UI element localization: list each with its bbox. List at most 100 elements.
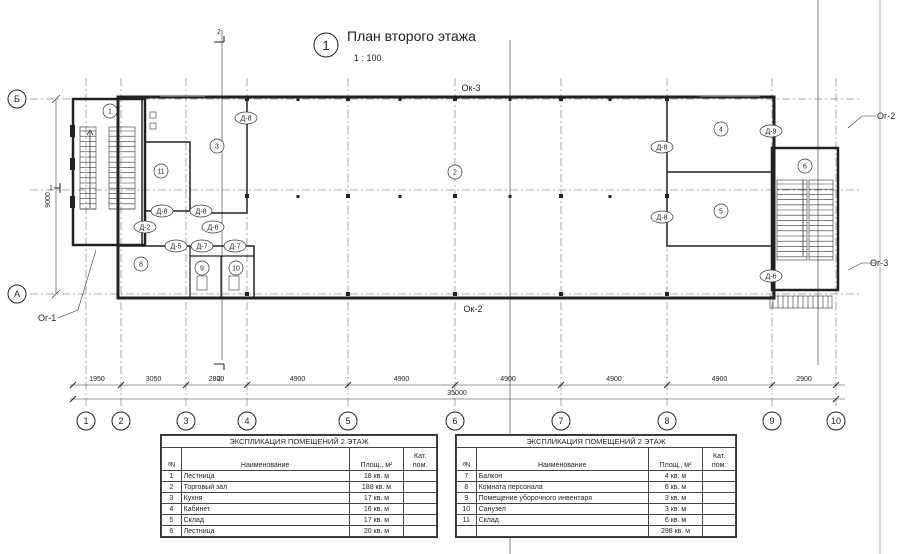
axis-bubble-6 xyxy=(445,411,465,431)
axis-label-8: 8 xyxy=(664,416,669,426)
axis-bubble-10 xyxy=(826,411,846,431)
schedule-1-cell xyxy=(403,470,437,482)
schedule-1-cell: 1 xyxy=(161,470,182,482)
door-tag xyxy=(759,124,783,138)
column-post xyxy=(453,97,457,101)
schedule-2-cell: 8 xyxy=(456,481,477,493)
schedule-1-header-cat: Кат. пом. xyxy=(403,447,437,471)
room-number-1: 1 xyxy=(108,109,112,116)
dimension-span-1: 1950 xyxy=(89,376,105,383)
schedule-2-cell: 9 xyxy=(456,492,477,504)
room-number-3: 3 xyxy=(215,144,219,151)
room-schedule-1: ЭКСПЛИКАЦИЯ ПОМЕЩЕНИЙ 2 ЭТАЖ № Наименова… xyxy=(160,434,438,538)
dimension-span-8: 4900 xyxy=(712,376,728,383)
dimension-span-3: 2800 xyxy=(209,376,225,383)
schedule-1-cell: Лестница xyxy=(180,525,350,537)
axis-bubble-4 xyxy=(237,411,257,431)
column-post xyxy=(245,97,249,101)
wc-fixtures xyxy=(149,111,240,291)
dimension-span-7: 4900 xyxy=(606,376,622,383)
axis-bubble-9 xyxy=(762,411,782,431)
schedule-1-cell: Лестница xyxy=(180,470,350,482)
axis-label-2: 2 xyxy=(118,416,123,426)
door-tag xyxy=(150,204,174,218)
room-tag-1 xyxy=(102,103,118,119)
axis-bubble-5 xyxy=(338,411,358,431)
room-tag-5 xyxy=(713,203,729,219)
door-tag xyxy=(650,210,674,224)
opening-top-label: Ок-3 xyxy=(462,83,481,93)
dimension-span-4: 4900 xyxy=(290,376,306,383)
door-label: Д-8 xyxy=(241,116,252,123)
dimension-span-9: 2900 xyxy=(796,376,812,383)
schedule-2-cell: Санузел xyxy=(475,503,649,515)
schedule-1-cell: 20 кв. м xyxy=(348,525,405,537)
section-mark-top-label: 2 xyxy=(217,29,221,36)
wall-post xyxy=(398,98,402,101)
section-mark-1 xyxy=(54,183,61,193)
schedule-1-cell: Кухня xyxy=(180,492,350,504)
schedule-2-cell: 11 xyxy=(456,514,477,526)
door-tag xyxy=(201,220,225,234)
door-tag xyxy=(223,239,247,253)
door-tag xyxy=(650,140,674,154)
opening-bottom-label: Ок-2 xyxy=(464,304,483,314)
axis-label-10: 10 xyxy=(831,416,841,426)
title-scale: 1 : 100 xyxy=(354,53,382,63)
schedule-2-cell: Комната персонала xyxy=(475,481,649,493)
schedule-2-cell xyxy=(702,514,736,526)
row-axis-markers: БА xyxy=(7,89,27,304)
dimension-tick xyxy=(768,381,776,389)
axis-label-9: 9 xyxy=(769,416,774,426)
column-post xyxy=(453,194,457,198)
dimension-tick xyxy=(832,395,840,403)
schedule-2-cell: 7 xyxy=(456,470,477,482)
room-number-8: 8 xyxy=(139,262,143,269)
schedule-2-cell: Склад xyxy=(475,514,649,526)
schedule-2-cell: 6 кв. м xyxy=(647,514,704,526)
dimension-tick xyxy=(69,395,77,403)
room-tag-3 xyxy=(209,138,225,154)
schedule-2-cell xyxy=(702,492,736,504)
dimension-tick xyxy=(451,381,459,389)
mid-post xyxy=(398,195,402,198)
schedule-1-cell: 17 кв. м xyxy=(348,492,405,504)
column-post xyxy=(245,292,249,296)
section-mark-bottom-label: 2 xyxy=(217,376,221,383)
dimension-tick xyxy=(117,381,125,389)
column-post xyxy=(559,97,563,101)
column-post xyxy=(665,194,669,198)
schedule-1-cell: 4 xyxy=(161,503,182,515)
schedule-1-header-no: № xyxy=(161,447,182,471)
column-post xyxy=(665,292,669,296)
schedule-1-cell: 18 кв. м xyxy=(348,470,405,482)
axis-label-4: 4 xyxy=(244,416,249,426)
schedule-1-cell: 2 xyxy=(161,481,182,493)
schedule-2-header-cat: Кат. пом. xyxy=(702,447,736,471)
column-post xyxy=(453,292,457,296)
mid-post xyxy=(608,195,612,198)
schedule-1-cell xyxy=(403,525,437,537)
schedule-2-cell xyxy=(702,481,736,493)
staircase-left xyxy=(79,126,136,210)
door-label: Д-9 xyxy=(766,129,777,136)
axis-label-3: 3 xyxy=(183,416,188,426)
schedule-1-header-name: Наименование xyxy=(180,447,350,471)
room-tag-4 xyxy=(713,121,729,137)
room-tag-8 xyxy=(133,256,149,272)
schedule-2-cell: Балкон xyxy=(475,470,649,482)
schedule-1-cell: 6 xyxy=(161,525,182,537)
dimension-tick xyxy=(182,381,190,389)
mid-post xyxy=(296,195,300,198)
door-label: Д-8 xyxy=(657,145,668,152)
door-label: Д-5 xyxy=(171,244,182,251)
